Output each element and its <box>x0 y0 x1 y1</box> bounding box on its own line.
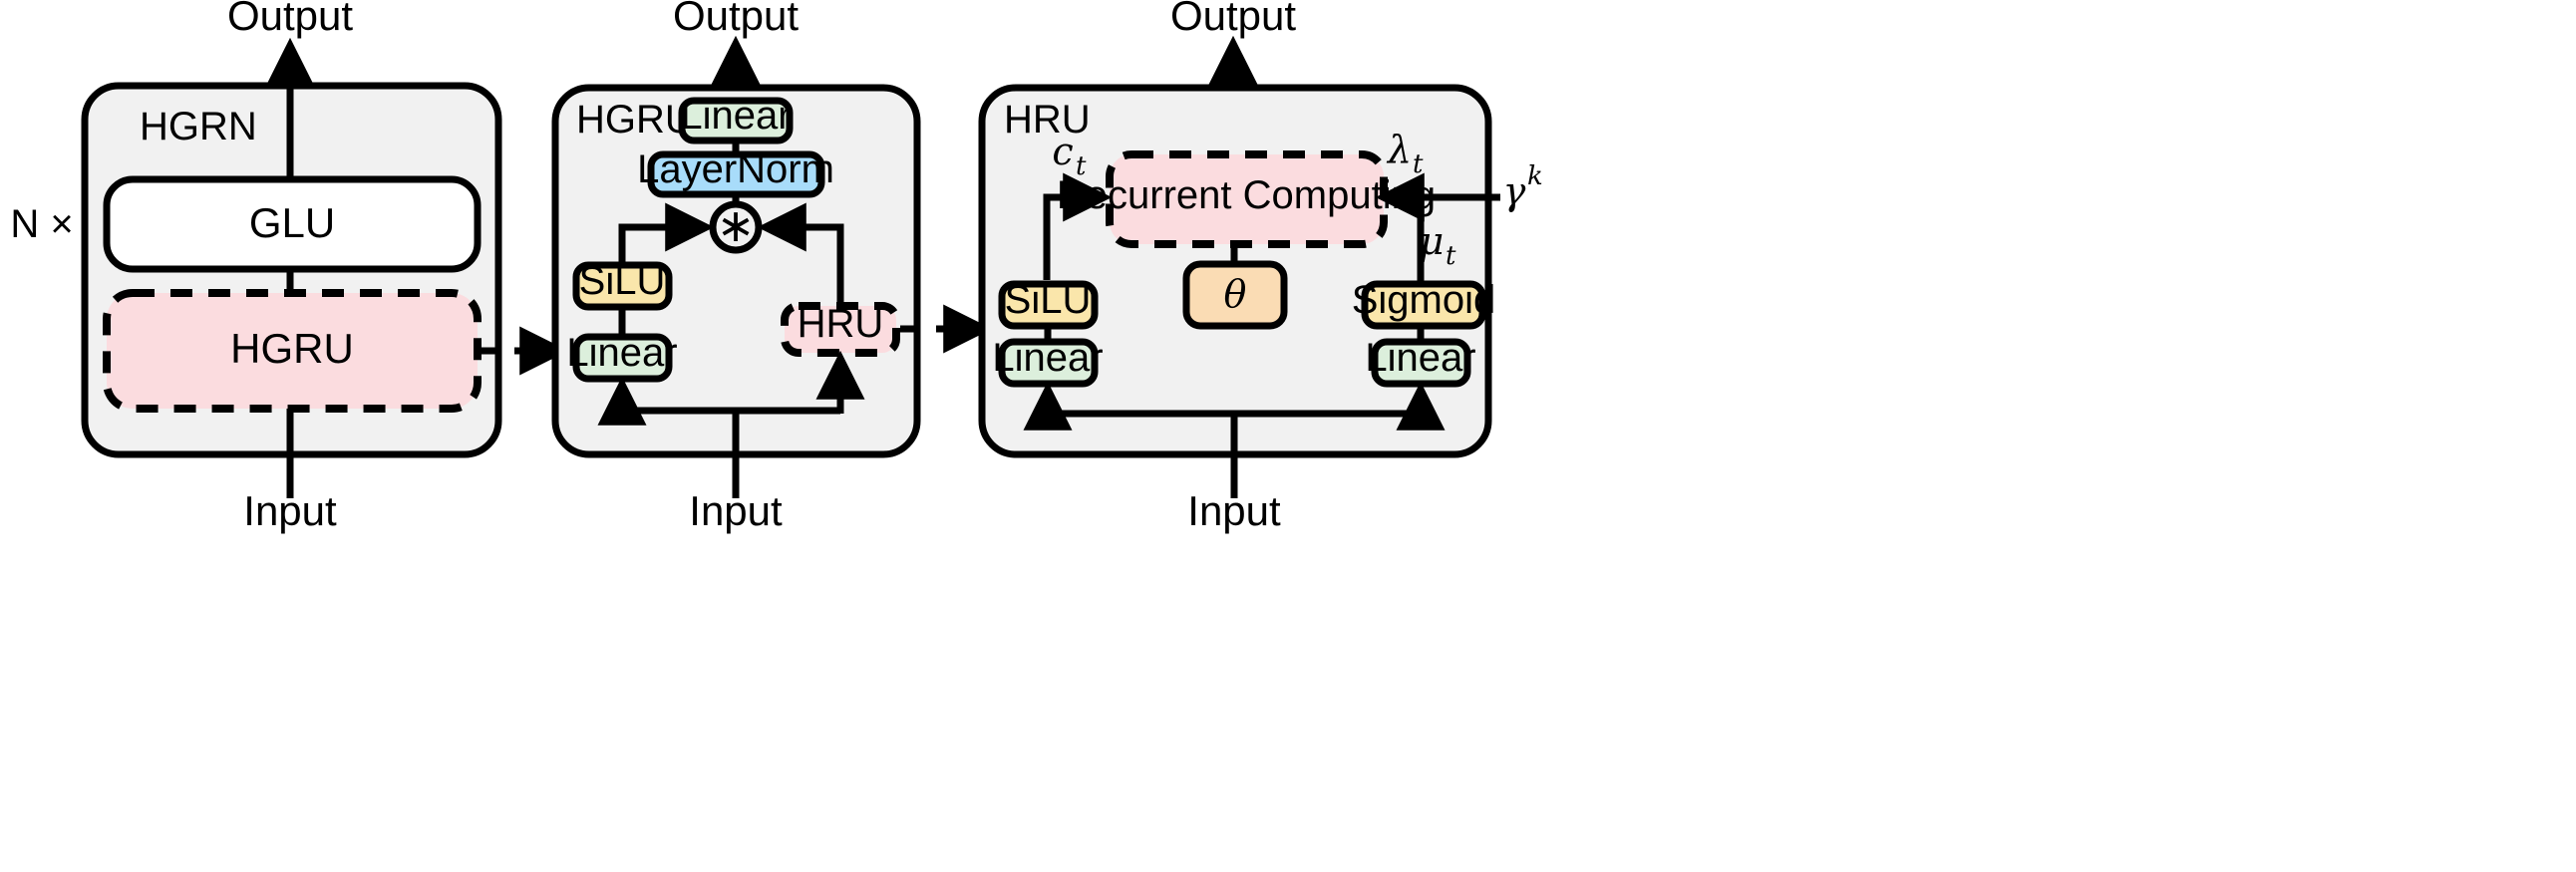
hgru-silu-label: SiLU <box>579 259 666 303</box>
hru-sigmoid-label: Sigmoid <box>1352 278 1496 322</box>
panel-hgrn: Output N × HGRN GLU HGRU Input <box>10 0 502 534</box>
hgrn-input-label: Input <box>243 487 337 534</box>
hru-signal-lambda_t-sub: t <box>1413 149 1424 179</box>
hgru-linear-top-label: Linear <box>680 94 791 138</box>
hru-signal-lambda_t: λ t <box>1386 128 1424 179</box>
hgru-output-label: Output <box>673 0 799 39</box>
hru-signal-gamma_k: γ k <box>1503 161 1543 213</box>
hgru-left-branch-wire <box>618 202 715 276</box>
hru-output-label: Output <box>1170 0 1296 39</box>
hru-signal-mu_t-sub: t <box>1446 241 1456 271</box>
hgrn-output-label: Output <box>227 0 353 39</box>
hru-recurrent-computing-box[interactable] <box>1106 150 1388 248</box>
hgru-linear-left-label: Linear <box>566 331 677 375</box>
hru-theta-box[interactable] <box>1182 260 1288 330</box>
hgrn-hgru-label: HGRU <box>230 325 354 372</box>
hru-signal-gamma_k-sup: k <box>1527 161 1543 191</box>
hru-silu-label: SiLU <box>1005 278 1092 322</box>
panel-hgru: Output HGRU Linear LayerNorm ∗ SiLU <box>551 0 921 534</box>
hgru-panel-title: HGRU <box>576 98 694 142</box>
hru-recurrent-computing-label: Recurrent Computing <box>1057 173 1436 217</box>
hgrn-repeat-label: N × <box>10 202 73 246</box>
panel-hru: Output HRU Recurrent Computing c t λ t μ… <box>978 0 1543 534</box>
hgru-input-label: Input <box>689 487 783 534</box>
hru-linear-left-label: Linear <box>992 336 1103 380</box>
hgru-hru-label: HRU <box>798 302 884 346</box>
hgru-right-branch-wire <box>757 202 844 321</box>
hgru-layernorm-label: LayerNorm <box>637 147 834 191</box>
hru-signal-lambda_t-base: λ <box>1386 128 1412 171</box>
hgru-hru-box[interactable] <box>781 302 900 357</box>
hru-ct-wire <box>1043 172 1113 280</box>
hru-signal-c_t: c t <box>1052 130 1087 181</box>
hru-panel-title: HRU <box>1004 98 1091 142</box>
hru-mut-wire <box>1394 193 1425 286</box>
hru-theta-label: θ <box>1224 272 1247 316</box>
hgrn-panel-title: HGRN <box>140 105 257 148</box>
hgru-multiply-symbol: ∗ <box>717 199 756 251</box>
hru-linear-right-label: Linear <box>1365 336 1475 380</box>
hru-signal-c_t-sub: t <box>1076 151 1087 181</box>
hru-signal-c_t-base: c <box>1052 130 1073 173</box>
hru-signal-gamma_k-base: γ <box>1503 169 1526 213</box>
hru-input-label: Input <box>1187 487 1281 534</box>
hgrn-glu-label: GLU <box>249 199 335 246</box>
